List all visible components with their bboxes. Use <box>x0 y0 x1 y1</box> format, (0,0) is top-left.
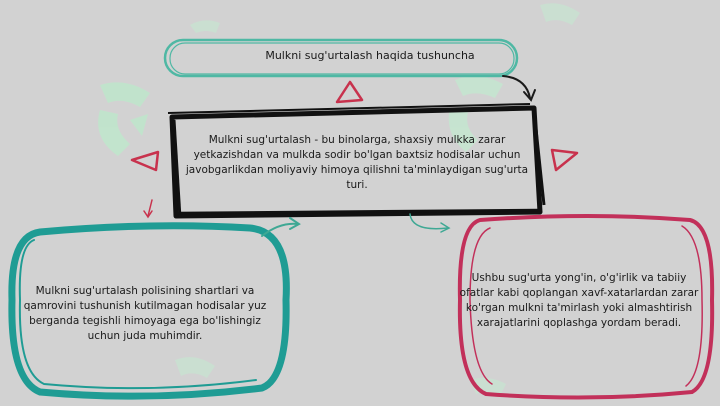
watermark-logo <box>98 82 150 156</box>
right-node-text: Ushbu sug'urta yong'in, o'g'irlik va tab… <box>459 272 699 329</box>
triangle-marker <box>130 150 160 172</box>
title-node-text: Mulkni sug'urtalash haqida tushuncha <box>265 49 475 62</box>
watermark-logo <box>448 75 503 152</box>
title-node-frame <box>163 38 519 78</box>
curved-arrow <box>409 213 451 233</box>
curved-arrow <box>261 217 301 237</box>
curved-arrow <box>143 199 153 219</box>
triangle-marker <box>550 148 579 172</box>
right-node-frame <box>457 214 715 400</box>
left-node-text: Mulkni sug'urtalash polisining shartlari… <box>23 285 267 342</box>
triangle-marker <box>335 80 364 104</box>
curved-arrow <box>502 75 536 102</box>
definition-node-text: Mulkni sug'urtalash - bu binolarga, shax… <box>185 134 529 191</box>
definition-node-frame <box>167 103 546 219</box>
left-node-frame <box>8 222 290 400</box>
